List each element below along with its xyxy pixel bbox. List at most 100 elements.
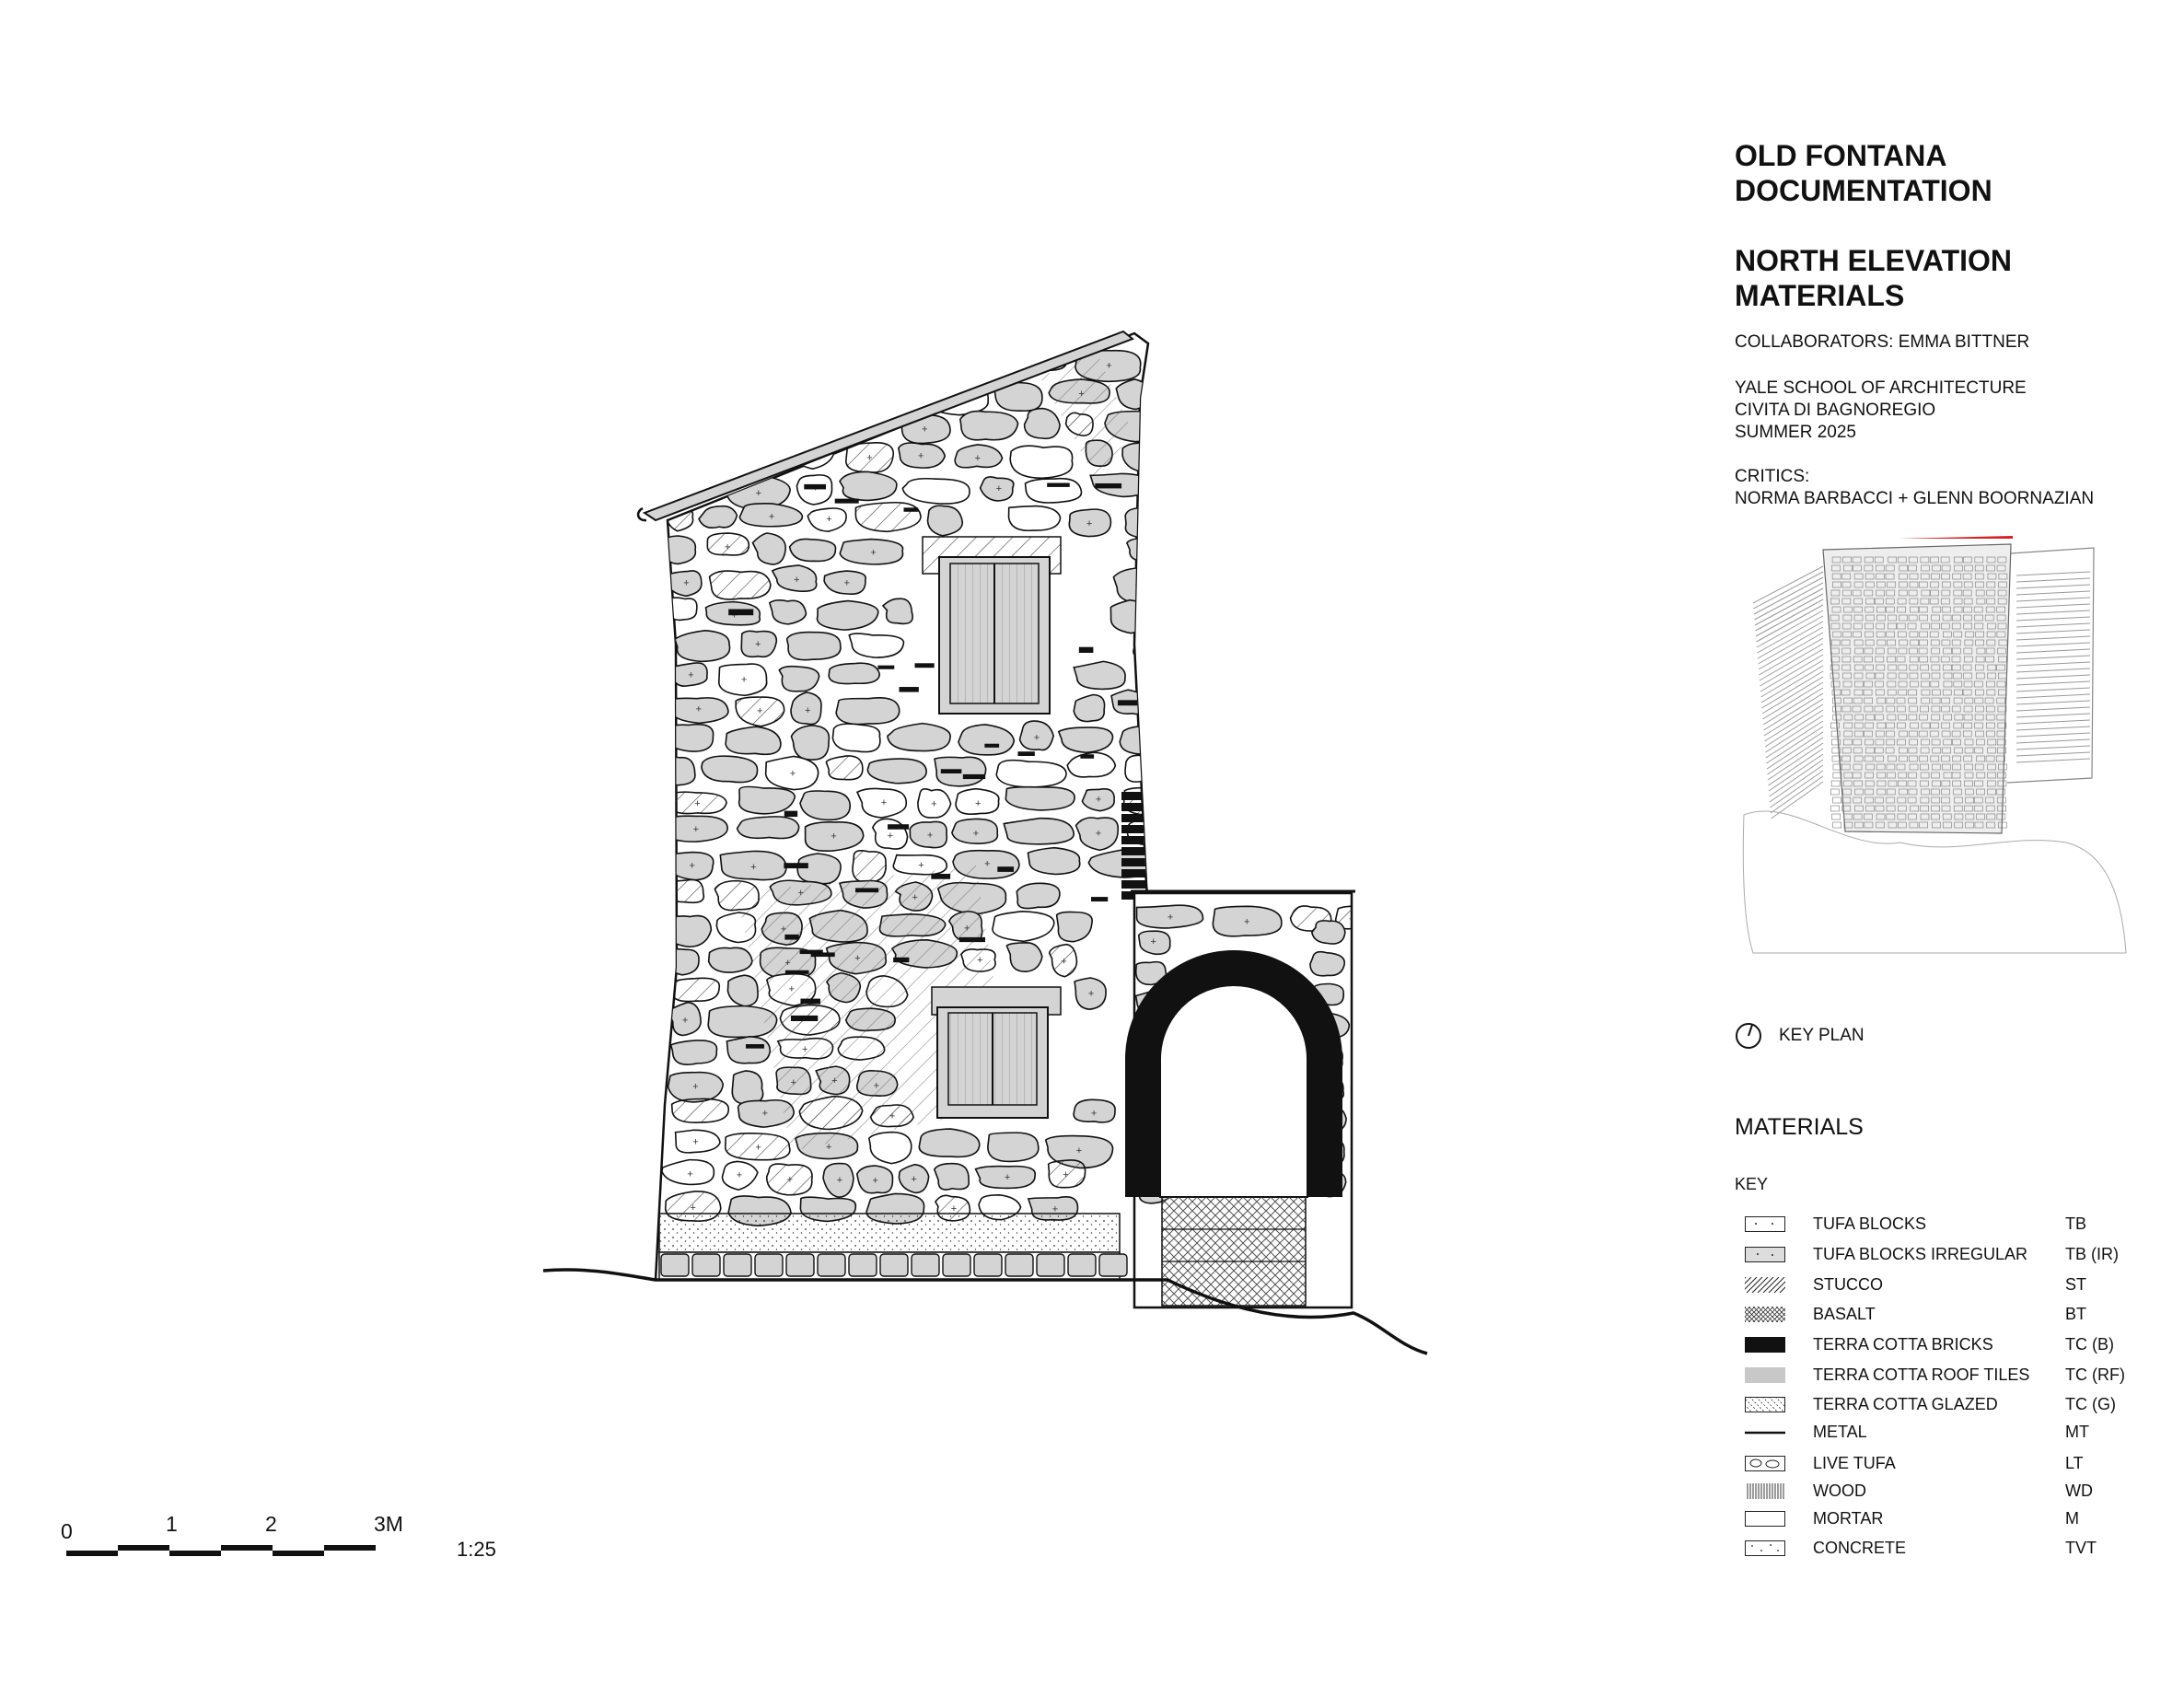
scale-label-0: 0 [61,1519,73,1543]
svg-text:+: + [975,798,981,809]
svg-text:+: + [1091,1108,1097,1119]
key-plan-image [1735,539,2131,990]
legend-material-code: TB (IR) [2065,1244,2119,1263]
svg-text:+: + [1086,518,1092,529]
legend-material-code: LT [2065,1453,2084,1472]
legend-material-name: TUFA BLOCKS [1813,1214,1927,1233]
collaborators-text: COLLABORATORS: EMMA BITTNER [1735,332,2030,352]
svg-text:+: + [688,669,693,680]
legend-swatch [1745,1336,1785,1353]
svg-text:+: + [683,577,689,588]
legend-material-code: WD [2065,1481,2093,1500]
legend-material-name: WOOD [1813,1481,1866,1500]
legend-material-name: MORTAR [1813,1508,1884,1528]
svg-text:+: + [1144,518,1149,529]
svg-text:+: + [859,363,865,374]
svg-text:+: + [1063,1169,1068,1180]
svg-text:+: + [1244,916,1249,927]
sheet-title-line-2: MATERIALS [1735,279,1905,312]
legend-material-name: LIVE TUFA [1813,1453,1896,1472]
svg-text:+: + [787,1174,793,1185]
svg-text:+: + [975,453,981,464]
svg-text:+: + [844,578,850,589]
materials-key-label: KEY [1735,1175,1769,1193]
svg-text:+: + [927,831,933,842]
legend-row: WOOD WD [1745,1481,2139,1501]
svg-text:+: + [826,514,831,525]
legend-material-name: STUCCO [1813,1274,1883,1294]
svg-text:+: + [757,705,762,716]
key-plan-label: KEY PLAN [1779,1026,1865,1045]
svg-text:+: + [755,639,761,650]
svg-text:+: + [1061,956,1066,967]
svg-text:+: + [951,1203,957,1214]
legend-swatch [1745,1306,1785,1322]
scale-label-2: 2 [265,1512,277,1536]
svg-text:+: + [762,1108,768,1119]
legend-material-code: TB [2065,1214,2087,1233]
critics-label: CRITICS: [1735,467,1810,486]
svg-text:+: + [1176,705,1181,716]
legend-material-name: TERRA COTTA GLAZED [1813,1394,1998,1413]
legend-row: TERRA COTTA GLAZED TC (G) [1745,1394,2139,1414]
svg-text:+: + [1106,360,1111,371]
legend-swatch [1747,1482,1784,1499]
svg-text:+: + [866,453,872,464]
legend-swatch [1745,1246,1785,1262]
base-plinth [658,1213,1128,1281]
svg-text:+: + [984,859,990,870]
legend-row: MORTAR M [1745,1508,2139,1528]
svg-text:+: + [1088,988,1094,999]
svg-text:+: + [769,512,774,523]
title-block: OLD FONTANA DOCUMENTATION NORTH ELEVATIO… [1735,138,2158,510]
svg-text:+: + [737,1170,742,1181]
project-title-line-1: OLD FONTANA [1735,139,1947,172]
svg-text:+: + [831,831,836,842]
project-title-line-2: DOCUMENTATION [1735,174,1992,207]
svg-text:+: + [881,797,887,808]
scale-bar: 0 1 2 3M [55,1510,442,1565]
svg-text:+: + [805,705,810,716]
svg-text:+: + [687,1168,692,1180]
svg-text:+: + [996,483,1002,494]
svg-text:+: + [873,1176,878,1187]
svg-text:+: + [1034,733,1040,744]
svg-text:+: + [1152,545,1157,556]
place-text: CIVITA DI BAGNOREGIO [1735,401,1936,420]
svg-text:+: + [690,1203,695,1214]
svg-text:+: + [691,356,697,367]
legend-swatch [1745,1455,1785,1471]
legend-material-code: TC (RF) [2065,1365,2125,1384]
svg-text:+: + [790,769,796,780]
scale-label-3m: 3M [374,1512,403,1536]
svg-text:+: + [973,829,979,840]
legend-material-code: M [2065,1508,2079,1528]
legend-material-code: TC (G) [2065,1394,2116,1413]
legend-row: TUFA BLOCKS TB [1745,1214,2139,1234]
svg-text:+: + [794,575,799,586]
svg-text:+: + [931,798,936,809]
svg-text:+: + [888,831,893,842]
legend-swatch [1745,1396,1785,1412]
svg-text:+: + [984,355,990,366]
legend-material-code: TC (B) [2065,1334,2114,1354]
svg-text:+: + [750,862,756,873]
svg-text:+: + [690,861,695,872]
svg-text:+: + [922,424,927,436]
legend-row: LIVE TUFA LT [1745,1453,2139,1473]
term-text: SUMMER 2025 [1735,423,1856,442]
svg-text:+: + [693,824,699,835]
svg-text:+: + [731,610,737,621]
scale-ratio: 1:25 [457,1538,496,1561]
svg-text:+: + [1052,1204,1058,1215]
svg-text:+: + [694,798,700,809]
roof-eave [636,330,1134,522]
svg-text:+: + [755,1142,761,1153]
svg-text:+: + [806,389,811,401]
